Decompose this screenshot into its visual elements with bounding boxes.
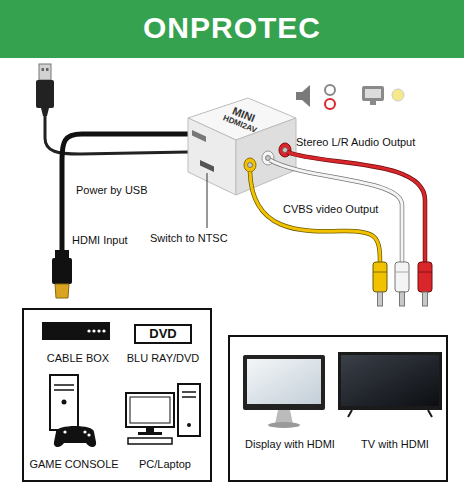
usb-plug: [36, 64, 54, 116]
brand-title: ONPROTEC: [0, 11, 464, 45]
rca-plugs: [395, 262, 409, 292]
tv-icon: [348, 410, 352, 417]
pc-icon: [126, 393, 174, 427]
display-panel: Display with HDMI TV with HDMI: [228, 335, 448, 482]
output-symbols: [296, 85, 310, 107]
monitor-icon: [243, 355, 325, 428]
cable-box-icon: [102, 329, 105, 332]
pc-icon: [187, 423, 191, 427]
pc-icon: [130, 397, 170, 423]
rca-cables: [250, 172, 380, 262]
game-console-icon: [62, 400, 67, 405]
tv-icon: [338, 352, 442, 410]
cable-box-icon: [42, 322, 110, 340]
output-symbols: [296, 85, 404, 109]
rca-plugs: [395, 272, 409, 273]
rca-plugs: [373, 262, 387, 292]
monitor-icon: [243, 355, 325, 410]
rca-plugs: [418, 262, 432, 292]
output-symbols: [365, 89, 381, 98]
rca-jacks: [266, 156, 271, 161]
pc-icon: [128, 438, 172, 444]
device-caption: TV with HDMI: [361, 438, 429, 451]
monitor-icon: [268, 422, 300, 428]
pc-icon: [178, 384, 200, 436]
callout-label: Stereo L/R Audio Output: [296, 136, 415, 149]
callout-label: CVBS video Output: [283, 203, 378, 216]
device-caption: CABLE BOX: [47, 352, 109, 365]
game-console-icon: [83, 430, 86, 433]
rca-plugs: [423, 292, 428, 306]
device-caption: PC/Laptop: [139, 458, 191, 471]
usb-plug: [41, 108, 49, 116]
rca-jacks: [248, 163, 253, 168]
cable-box-icon: [97, 329, 100, 332]
callout-label: Power by USB: [76, 184, 148, 197]
converter-box: [188, 118, 236, 195]
hdmi-plug: [52, 258, 72, 284]
output-symbols: [392, 89, 404, 101]
tv-icon: [338, 352, 442, 417]
usb-plug: [42, 68, 45, 71]
usb-plug: [46, 68, 49, 71]
tv-icon: [428, 410, 432, 417]
game-console-icon: [50, 375, 96, 447]
game-console-icon: [63, 430, 66, 433]
rca-cables: [250, 172, 380, 262]
pc-icon: [138, 432, 162, 435]
hdmi-plug: [55, 284, 69, 298]
pc-icon: [182, 396, 196, 398]
output-symbols: [325, 99, 335, 109]
output-symbols: [325, 85, 335, 95]
source-panel: CABLE BOX BLU RAY/DVD GAME CONSOLE PC/Lapto…: [22, 308, 212, 482]
rca-cables: [250, 152, 425, 262]
logo-text: DVD: [149, 327, 176, 341]
rca-plugs: [400, 292, 405, 306]
converter-box: [200, 160, 214, 172]
tv-icon: [341, 355, 439, 406]
cable-box-icon: [42, 322, 110, 340]
converter-box: [188, 98, 296, 195]
dvd-logo: DVD: [134, 324, 192, 344]
rca-jacks: [244, 158, 256, 172]
pc-icon: [146, 427, 154, 432]
rca-cables: [270, 160, 402, 262]
leader-line: [207, 173, 208, 228]
pc-icon: [182, 391, 196, 393]
monitor-icon: [275, 410, 293, 424]
game-console-icon: [54, 389, 74, 391]
rca-plugs: [373, 262, 432, 306]
monitor-icon: [247, 359, 321, 404]
rca-cables: [270, 160, 402, 262]
rca-jacks: [283, 148, 288, 153]
rca-plugs: [418, 272, 432, 273]
device-caption: Display with HDMI: [245, 438, 335, 451]
hdmi-plug: [52, 250, 72, 298]
cable-box-icon: [87, 329, 90, 332]
hdmi-plug: [55, 250, 69, 258]
output-symbols: [370, 101, 376, 105]
game-console-icon: [54, 384, 74, 386]
usb-plug: [36, 80, 54, 108]
game-console-icon: [50, 375, 78, 430]
callout-label: Switch to NTSC: [150, 232, 228, 245]
converter-box: [192, 130, 206, 142]
device-caption: GAME CONSOLE: [29, 458, 118, 471]
device-caption: BLU RAY/DVD: [127, 352, 200, 365]
game-console-icon: [54, 426, 96, 447]
rca-plugs: [378, 292, 383, 306]
game-console-icon: [87, 433, 90, 436]
callout-label: HDMI Input: [72, 234, 128, 247]
rca-plugs: [373, 272, 387, 273]
output-symbols: [362, 86, 384, 101]
usb-plug: [39, 64, 51, 80]
pc-icon: [126, 384, 200, 444]
cable-box-icon: [92, 329, 95, 332]
